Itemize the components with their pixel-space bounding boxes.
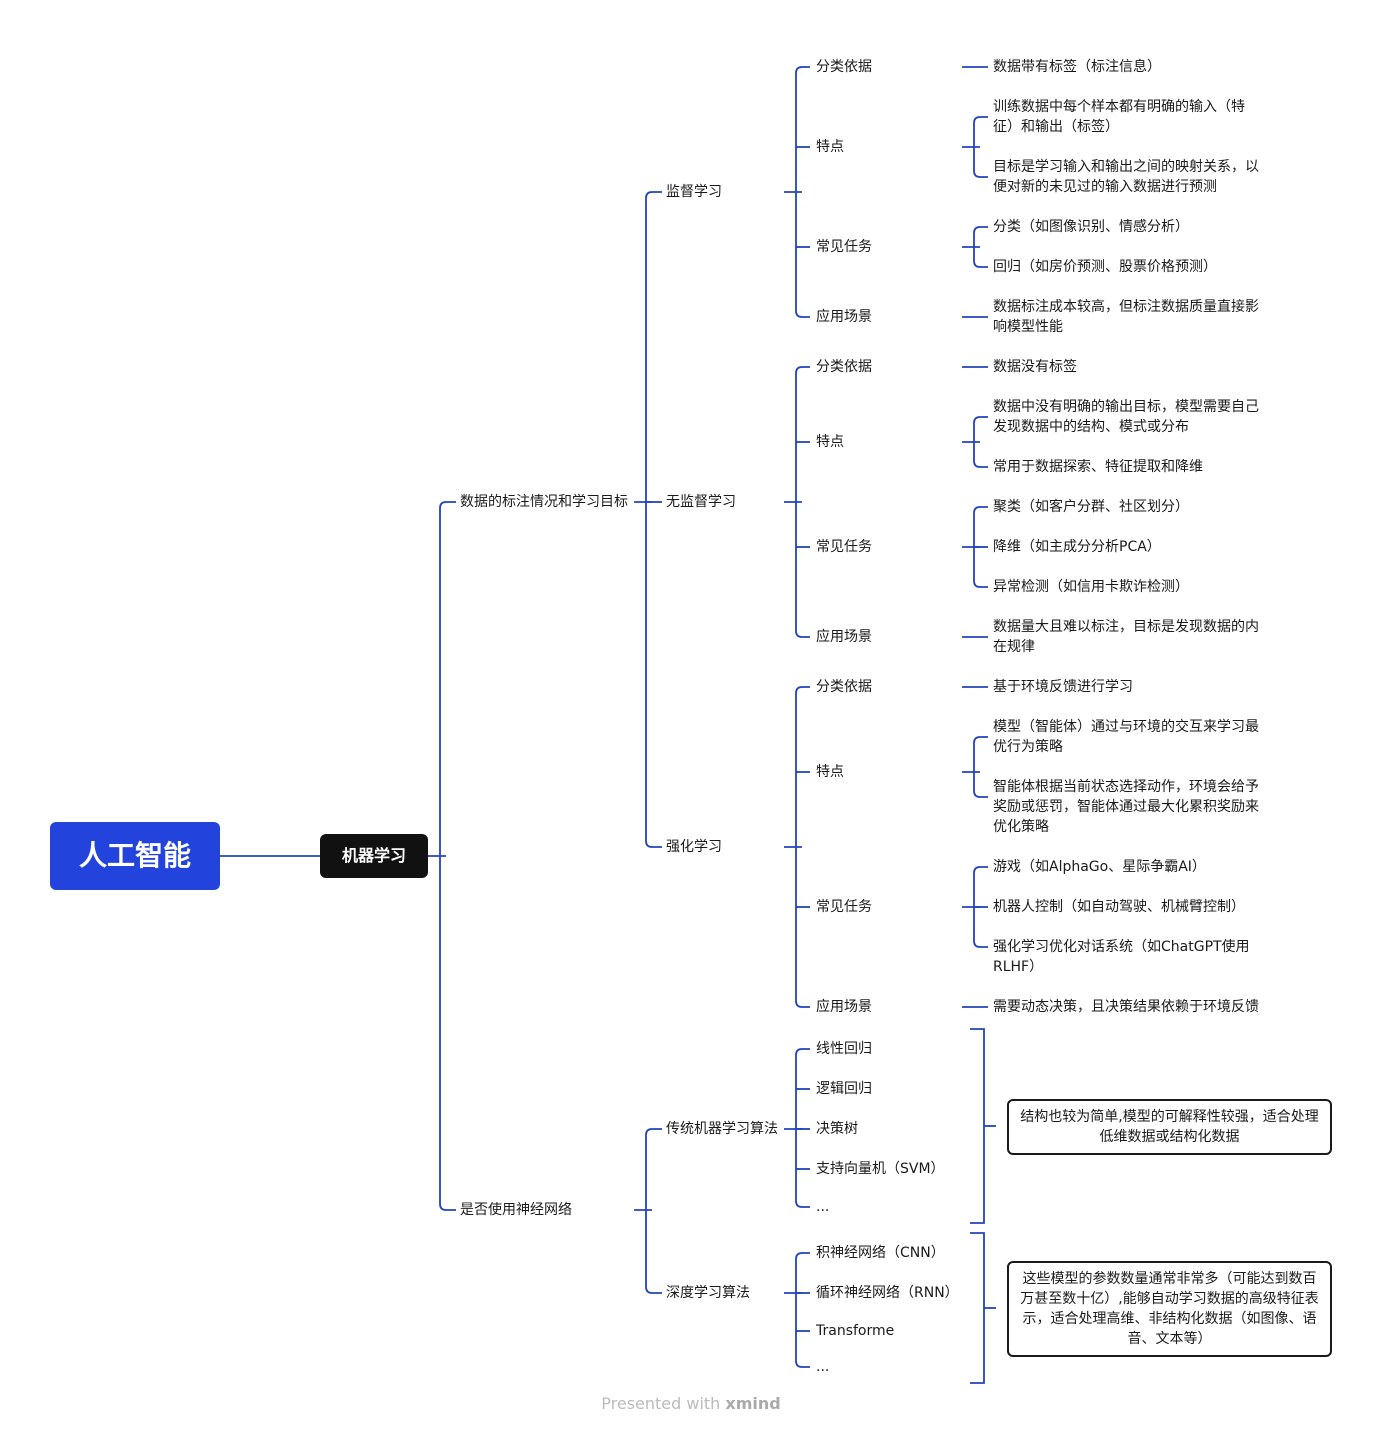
- topic-rl-basis[interactable]: 分类依据: [816, 679, 872, 695]
- leaf-rl-features-2[interactable]: 智能体根据当前状态选择动作，环境会给予奖励或惩罚，智能体通过最大化累积奖励来优化…: [993, 779, 1259, 835]
- topic-sup-features[interactable]: 特点: [816, 139, 844, 155]
- leaf-unsup-features-2[interactable]: 常用于数据探索、特征提取和降维: [993, 459, 1203, 475]
- footer-prefix: Presented with: [601, 1394, 721, 1413]
- br-sup-feat-spine: [973, 116, 988, 178]
- leaf-unsup-tasks-2[interactable]: 降维（如主成分分析PCA）: [993, 539, 1161, 555]
- topic-trad-item[interactable]: ...: [816, 1199, 830, 1215]
- topic-deep-item[interactable]: ...: [816, 1359, 830, 1375]
- leaf-unsup-tasks-3[interactable]: 异常检测（如信用卡欺诈检测）: [993, 579, 1189, 595]
- topic-deep-item[interactable]: 积神经网络（CNN）: [816, 1245, 945, 1261]
- leaf-sup-features-2[interactable]: 目标是学习输入和输出之间的映射关系，以便对新的未见过的输入数据进行预测: [993, 159, 1259, 195]
- topic-unsup-scene[interactable]: 应用场景: [816, 629, 872, 645]
- leaf-rl-basis[interactable]: 基于环境反馈进行学习: [993, 679, 1133, 695]
- topic-trad-item[interactable]: 逻辑回归: [816, 1081, 872, 1097]
- topic-rl-tasks[interactable]: 常见任务: [816, 899, 872, 915]
- topic-unsup-tasks[interactable]: 常见任务: [816, 539, 872, 555]
- topic-trad-item[interactable]: 线性回归: [816, 1041, 872, 1057]
- br-sup-spine: [795, 66, 810, 318]
- summary-deep[interactable]: 这些模型的参数数量通常非常多（可能达到数百万甚至数十亿）,能够自动学习数据的高级…: [1007, 1261, 1332, 1357]
- br-rl-feat-spine: [973, 736, 988, 798]
- leaf-unsup-features-1[interactable]: 数据中没有明确的输出目标，模型需要自己发现数据中的结构、模式或分布: [993, 399, 1259, 435]
- leaf-rl-tasks-3[interactable]: 强化学习优化对话系统（如ChatGPT使用RLHF）: [993, 939, 1250, 975]
- leaf-sup-features-1[interactable]: 训练数据中每个样本都有明确的输入（特征）和输出（标签）: [993, 99, 1245, 135]
- summary-traditional[interactable]: 结构也较为简单,模型的可解释性较强，适合处理低维数据或结构化数据: [1007, 1099, 1332, 1155]
- topic-deep-learning[interactable]: 深度学习算法: [666, 1285, 750, 1301]
- leaf-rl-tasks-1[interactable]: 游戏（如AlphaGo、星际争霸AI）: [993, 859, 1206, 875]
- leaf-unsup-basis[interactable]: 数据没有标签: [993, 359, 1077, 375]
- topic-label-goal[interactable]: 数据的标注情况和学习目标: [460, 494, 628, 510]
- br-goal-spine: [645, 191, 662, 848]
- topic-unsup-basis[interactable]: 分类依据: [816, 359, 872, 375]
- br-sup-task-spine: [973, 226, 988, 268]
- leaf-unsup-scene[interactable]: 数据量大且难以标注，目标是发现数据的内在规律: [993, 619, 1259, 655]
- leaf-rl-tasks-2[interactable]: 机器人控制（如自动驾驶、机械臂控制）: [993, 899, 1245, 915]
- leaf-rl-scene[interactable]: 需要动态决策，且决策结果依赖于环境反馈: [993, 999, 1259, 1015]
- br-trad-spine: [795, 1048, 810, 1208]
- topic-reinforcement[interactable]: 强化学习: [666, 839, 722, 855]
- topic-deep-item[interactable]: Transforme: [816, 1323, 895, 1339]
- topic-sup-basis[interactable]: 分类依据: [816, 59, 872, 75]
- topic-rl-features[interactable]: 特点: [816, 764, 844, 780]
- br-l1-spine: [439, 501, 456, 1211]
- topic-unsupervised[interactable]: 无监督学习: [666, 494, 736, 510]
- topic-neural-network[interactable]: 是否使用神经网络: [460, 1202, 572, 1218]
- leaf-sup-tasks-2[interactable]: 回归（如房价预测、股票价格预测）: [993, 259, 1217, 275]
- topic-machine-learning[interactable]: 机器学习: [320, 834, 428, 878]
- topic-trad-item[interactable]: 支持向量机（SVM）: [816, 1161, 945, 1177]
- br-rl-spine: [795, 686, 810, 1008]
- topic-deep-item[interactable]: 循环神经网络（RNN）: [816, 1285, 959, 1301]
- leaf-unsup-tasks-1[interactable]: 聚类（如客户分群、社区划分）: [993, 499, 1189, 515]
- topic-sup-scene[interactable]: 应用场景: [816, 309, 872, 325]
- br-unsup-feat-spine: [973, 416, 988, 468]
- leaf-rl-features-1[interactable]: 模型（智能体）通过与环境的交互来学习最优行为策略: [993, 719, 1259, 755]
- root-topic[interactable]: 人工智能: [50, 822, 220, 890]
- leaf-sup-basis[interactable]: 数据带有标签（标注信息）: [993, 59, 1161, 75]
- xmind-logo: xmind: [725, 1394, 781, 1413]
- topic-sup-tasks[interactable]: 常见任务: [816, 239, 872, 255]
- br-neural-spine: [645, 1128, 662, 1294]
- br-deep-spine: [795, 1252, 810, 1368]
- topic-trad-item[interactable]: 决策树: [816, 1121, 858, 1137]
- leaf-sup-tasks-1[interactable]: 分类（如图像识别、情感分析）: [993, 219, 1189, 235]
- sum-deep-brace: [970, 1232, 985, 1384]
- leaf-sup-scene[interactable]: 数据标注成本较高，但标注数据质量直接影响模型性能: [993, 299, 1259, 335]
- topic-unsup-features[interactable]: 特点: [816, 434, 844, 450]
- topic-traditional-ml[interactable]: 传统机器学习算法: [666, 1121, 778, 1137]
- topic-rl-scene[interactable]: 应用场景: [816, 999, 872, 1015]
- footer-credit: Presented with xmind: [0, 1394, 1382, 1413]
- br-unsup-spine: [795, 366, 810, 638]
- sum-trad-brace: [970, 1028, 985, 1224]
- topic-supervised[interactable]: 监督学习: [666, 184, 722, 200]
